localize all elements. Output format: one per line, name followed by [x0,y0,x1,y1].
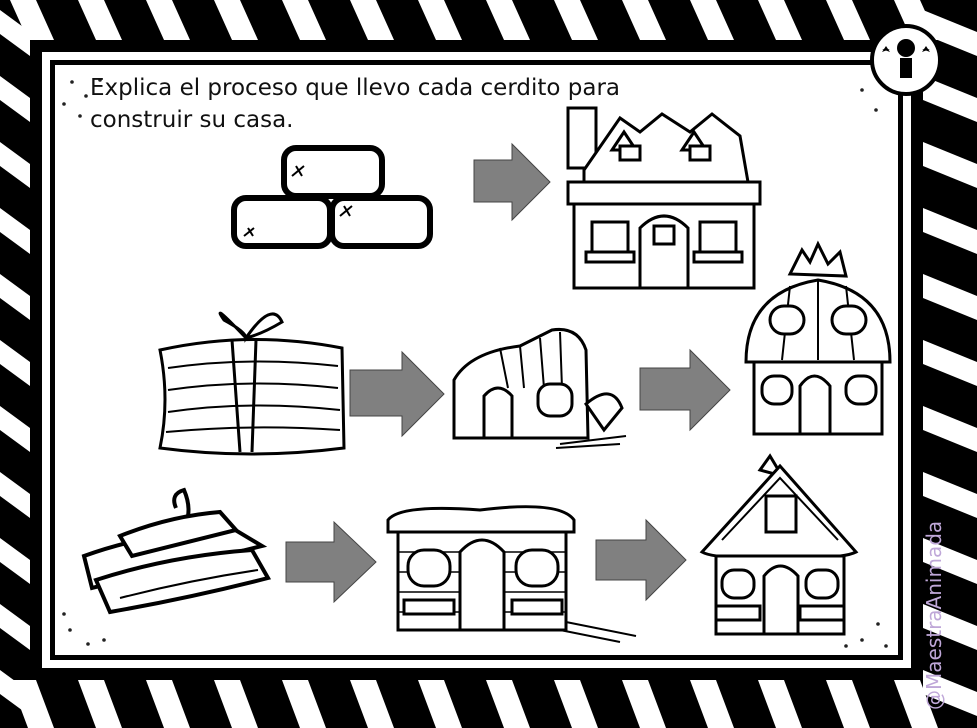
border-stripe [923,472,977,518]
border-stripe [622,0,666,40]
corner-dot [84,94,88,98]
corner-dot [62,612,66,616]
border-stripe [0,10,30,56]
arrow-icon [639,348,731,432]
border-stripe [758,0,802,40]
border-stripe [418,680,462,728]
border-stripe [214,680,258,728]
border-stripe [0,406,30,452]
border-stripe [146,680,190,728]
arrow-icon [473,142,551,222]
border-stripe [282,680,326,728]
corner-dot [62,102,66,106]
wood-logs-icon [81,487,272,615]
border-stripe [78,0,122,40]
border-stripe [554,680,598,728]
corner-dot [78,114,82,118]
corner-dot [884,644,888,648]
border-stripe [622,680,666,728]
corner-dot [860,638,864,642]
border-stripe [690,680,734,728]
border-stripe [0,604,30,650]
border-stripe [923,604,977,650]
corner-dot [98,78,102,82]
straw-bundle-icon [158,311,346,456]
border-stripe [923,76,977,122]
border-stripe [0,208,30,254]
arrow-icon [595,518,687,602]
teacher-logo-icon [868,22,944,98]
border-stripe [923,670,977,716]
border-stripe [0,274,30,320]
bricks-icon [231,145,433,249]
border-stripe [690,0,734,40]
straw-house-icon [744,240,892,436]
straw-hut-icon [452,327,627,449]
border-stripe [486,680,530,728]
corner-dot [68,628,72,632]
border-stripe [0,340,30,386]
border-stripe [923,340,977,386]
border-stripe [923,142,977,188]
instruction-line-2: construir su casa. [90,107,294,133]
border-stripe [0,538,30,584]
border-stripe [350,0,394,40]
border-stripe [78,680,122,728]
instruction-text: Explica el proceso que llevo cada cerdit… [90,72,730,136]
border-stripe [146,0,190,40]
border-stripe [826,0,870,40]
border-stripe [214,0,258,40]
border-stripe [0,472,30,518]
corner-dot [86,642,90,646]
wood-house-icon [699,453,859,636]
border-stripe [826,680,870,728]
border-stripe [923,208,977,254]
border-stripe [923,274,977,320]
wood-cabin-icon [386,505,637,643]
corner-dot [70,80,74,84]
corner-dot [102,638,106,642]
border-stripe [0,142,30,188]
instruction-line-1: Explica el proceso que llevo cada cerdit… [90,75,620,101]
border-stripe [894,680,938,728]
arrow-icon [349,350,445,438]
border-stripe [350,680,394,728]
brick-house-icon [566,106,762,290]
border-stripe [0,670,30,716]
border-stripe [486,0,530,40]
border-stripe [923,406,977,452]
border-stripe [923,538,977,584]
corner-dot [844,644,848,648]
border-stripe [282,0,326,40]
border-stripe [758,680,802,728]
border-stripe [0,76,30,122]
watermark-text: @MaestraAnimada [922,520,946,710]
border-stripe [10,0,54,40]
border-stripe [418,0,462,40]
corner-dot [874,108,878,112]
arrow-icon [285,520,377,604]
border-stripe [554,0,598,40]
border-stripe [923,10,977,56]
corner-dot [860,88,864,92]
corner-dot [876,622,880,626]
